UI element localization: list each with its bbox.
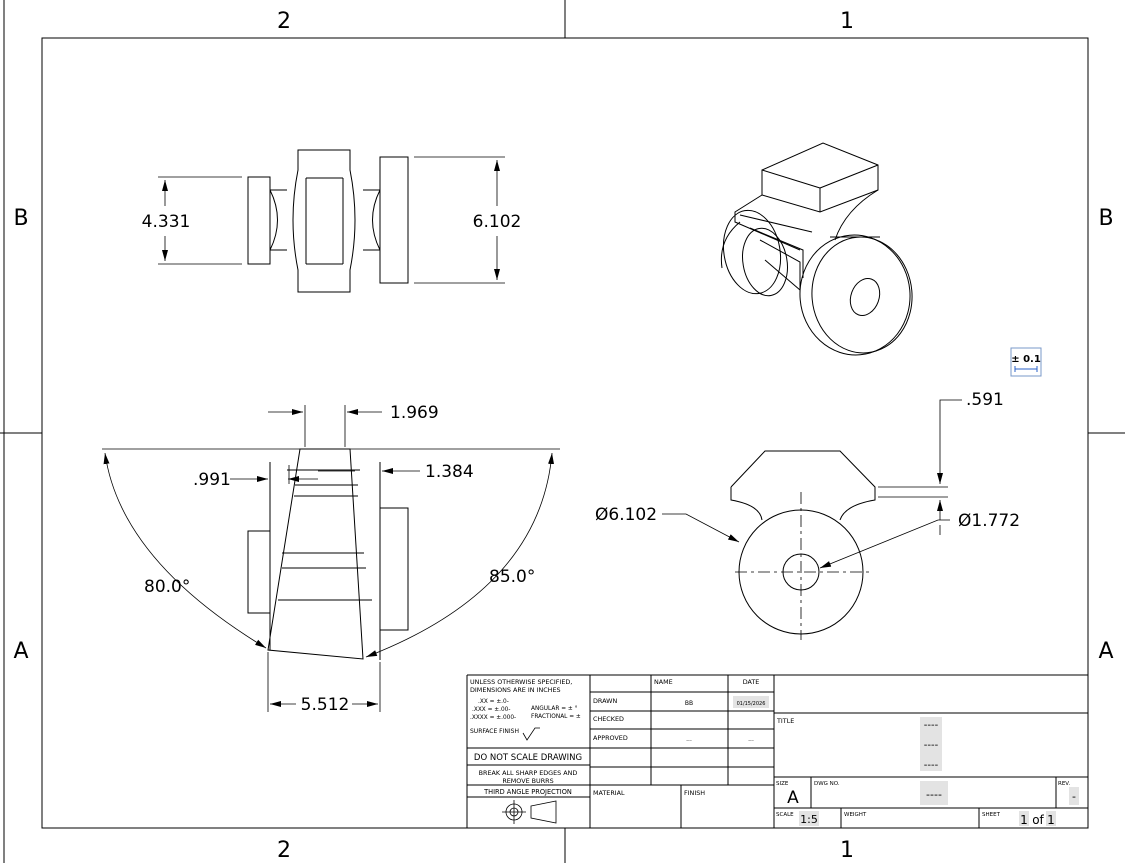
approved-date: ... bbox=[748, 736, 754, 743]
rev-label: REV. bbox=[1058, 781, 1070, 787]
sheet-total-highlight bbox=[1046, 811, 1056, 826]
break-edges-line-2: REMOVE BURRS bbox=[502, 777, 553, 785]
zone-label-right-b: B bbox=[1098, 206, 1113, 231]
do-not-scale-note: DO NOT SCALE DRAWING bbox=[474, 753, 582, 763]
sheet-total: 1 bbox=[1047, 813, 1055, 827]
break-edges-line-1: BREAK ALL SHARP EDGES AND bbox=[479, 769, 578, 777]
tolerance-badge[interactable]: ± 0.1 bbox=[1010, 347, 1042, 377]
drawn-name: BB bbox=[685, 700, 693, 707]
dim-front-left-height: 4.331 bbox=[142, 212, 191, 232]
zone-label-top-1: 1 bbox=[840, 9, 854, 34]
drawn-date-highlight bbox=[733, 696, 769, 708]
dim-inner-diameter: Ø1.772 bbox=[958, 511, 1020, 531]
title-line-1: ---- bbox=[924, 720, 939, 731]
weight-label: WEIGHT bbox=[844, 812, 867, 818]
scale-value: 1:5 bbox=[800, 813, 818, 826]
dim-angle-right: 85.0° bbox=[489, 567, 535, 587]
drawn-date: 01/15/2026 bbox=[737, 701, 766, 707]
checked-label: CHECKED bbox=[593, 715, 624, 723]
zone-label-left-b: B bbox=[13, 206, 28, 231]
dim-bottom-width: 5.512 bbox=[301, 695, 350, 715]
notes-line-2: DIMENSIONS ARE IN INCHES bbox=[470, 686, 561, 694]
zone-label-top-2: 2 bbox=[277, 9, 291, 34]
third-angle-projection-icon bbox=[502, 800, 557, 824]
title-block bbox=[466, 674, 1088, 828]
finish-label: FINISH bbox=[684, 789, 705, 797]
tolerance-three-place: .XXX = ±.00- bbox=[472, 707, 510, 713]
sheet-label: SHEET bbox=[982, 812, 1001, 818]
dwg-no-label: DWG NO. bbox=[814, 781, 840, 787]
size-value: A bbox=[787, 788, 799, 808]
dim-front-right-height: 6.102 bbox=[473, 212, 522, 232]
approved-label: APPROVED bbox=[593, 734, 628, 742]
size-label: SIZE bbox=[776, 781, 789, 787]
surface-finish-symbol bbox=[522, 727, 540, 741]
dim-top-gap: 1.969 bbox=[390, 403, 439, 423]
front-view bbox=[158, 149, 505, 293]
tolerance-angular: ANGULAR = ± ° bbox=[531, 706, 578, 712]
title-line-2: ---- bbox=[924, 740, 939, 751]
dim-left-inner: .991 bbox=[193, 470, 231, 490]
zone-label-left-a: A bbox=[13, 639, 28, 664]
dim-outer-diameter: Ø6.102 bbox=[595, 505, 657, 525]
title-placeholder-highlight bbox=[920, 717, 942, 771]
title-label: TITLE bbox=[776, 717, 794, 725]
tolerance-two-place: .XX = ±.0- bbox=[478, 699, 509, 705]
zone-label-bottom-1: 1 bbox=[840, 838, 854, 863]
name-header: NAME bbox=[654, 678, 673, 686]
approved-name: ... bbox=[686, 736, 692, 743]
dwg-no-value: ---- bbox=[926, 788, 942, 801]
tolerance-four-place: .XXXX = ±.000- bbox=[470, 715, 516, 721]
scale-highlight bbox=[799, 811, 819, 826]
rev-highlight bbox=[1069, 787, 1079, 805]
sheet-num-highlight bbox=[1019, 811, 1029, 826]
zone-label-bottom-2: 2 bbox=[277, 838, 291, 863]
zone-label-right-a: A bbox=[1098, 639, 1113, 664]
surface-finish-label: SURFACE FINISH bbox=[470, 728, 519, 735]
section-view bbox=[102, 405, 560, 712]
tolerance-fractional: FRACTIONAL = ± bbox=[531, 714, 581, 720]
rev-value: - bbox=[1072, 790, 1076, 803]
notes-line-1: UNLESS OTHERWISE SPECIFIED, bbox=[470, 678, 572, 686]
side-view bbox=[662, 399, 962, 640]
isometric-view bbox=[720, 142, 913, 356]
drawn-label: DRAWN bbox=[593, 697, 617, 705]
dim-side-offset: .591 bbox=[966, 390, 1004, 410]
projection-label: THIRD ANGLE PROJECTION bbox=[483, 788, 572, 796]
scale-label: SCALE bbox=[776, 812, 794, 818]
sheet-number: 1 bbox=[1020, 813, 1028, 827]
material-label: MATERIAL bbox=[593, 789, 625, 797]
sheet-of: of bbox=[1032, 813, 1044, 827]
dim-angle-left: 80.0° bbox=[144, 577, 190, 597]
dwg-no-highlight bbox=[920, 781, 948, 805]
date-header: DATE bbox=[743, 678, 760, 686]
dim-right-inner: 1.384 bbox=[425, 462, 474, 482]
tolerance-badge-label: ± 0.1 bbox=[1011, 354, 1041, 365]
title-line-3: ---- bbox=[924, 760, 939, 771]
